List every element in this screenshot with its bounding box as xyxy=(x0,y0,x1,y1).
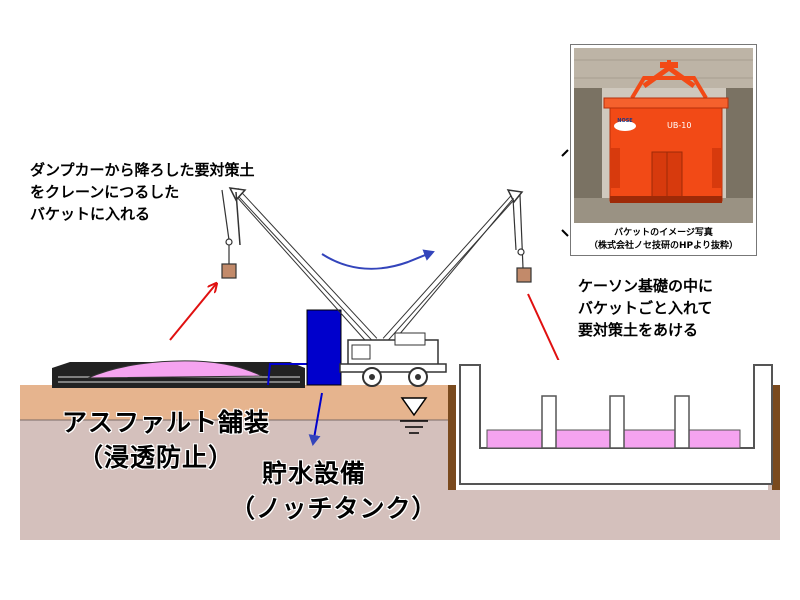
bucket-brand-label: NOSE xyxy=(617,118,633,124)
water-storage-label: 貯水設備 xyxy=(262,459,367,488)
bucket-left-icon xyxy=(221,263,237,279)
right-instruction-line-1: ケーソン基礎の中に xyxy=(578,277,714,295)
water-tank xyxy=(306,309,342,386)
soil-pile xyxy=(87,360,263,379)
left-instruction-line-3: バケットに入れる xyxy=(30,205,151,223)
caisson-wall xyxy=(459,364,773,485)
drain-hose xyxy=(267,363,310,386)
left-instruction: ダンプカーから降ろした要対策土 をクレーンにつるした バケットに入れる xyxy=(30,159,255,225)
caisson-partition-1 xyxy=(541,395,557,449)
bucket-model-label: UB-10 xyxy=(667,121,692,130)
sheet-pile-left xyxy=(448,385,456,490)
photo-caption-line-2: （株式会社ノセ技研のHPより抜粋） xyxy=(589,241,738,251)
water-storage-sublabel: （ノッチタンク） xyxy=(230,494,438,523)
photo-caption-line-1: バケットのイメージ写真 xyxy=(614,228,713,238)
caisson-partition-2 xyxy=(609,395,625,449)
left-instruction-line-2: をクレーンにつるした xyxy=(30,183,180,201)
notch-tank xyxy=(267,309,342,386)
crane xyxy=(221,187,525,387)
arrow-tank-blue xyxy=(308,392,323,446)
left-instruction-line-1: ダンプカーから降ろした要対策土 xyxy=(30,161,255,179)
water-table-icon xyxy=(400,397,428,434)
right-instruction-line-3: 要対策土をあける xyxy=(578,321,699,339)
arrow-transfer-blue xyxy=(321,249,435,270)
arrow-up-red xyxy=(169,284,216,341)
caisson-partition-3 xyxy=(674,395,690,449)
sheet-pile-right xyxy=(772,385,780,490)
right-instruction-line-2: バケットごと入れて xyxy=(578,299,713,317)
caisson-foundation xyxy=(448,360,780,490)
bucket-photo-inset: NOSE UB-10 バケットのイメージ写真 （株式会社ノセ技研のHPより抜粋） xyxy=(570,44,757,256)
right-instruction: ケーソン基礎の中に バケットごと入れて 要対策土をあける xyxy=(578,275,713,341)
asphalt-sublabel: （浸透防止） xyxy=(78,443,235,472)
asphalt-pad xyxy=(52,360,305,388)
bucket-right-icon xyxy=(516,267,532,283)
asphalt-label: アスファルト舗装 xyxy=(62,408,271,437)
bucket-photo xyxy=(574,48,753,223)
